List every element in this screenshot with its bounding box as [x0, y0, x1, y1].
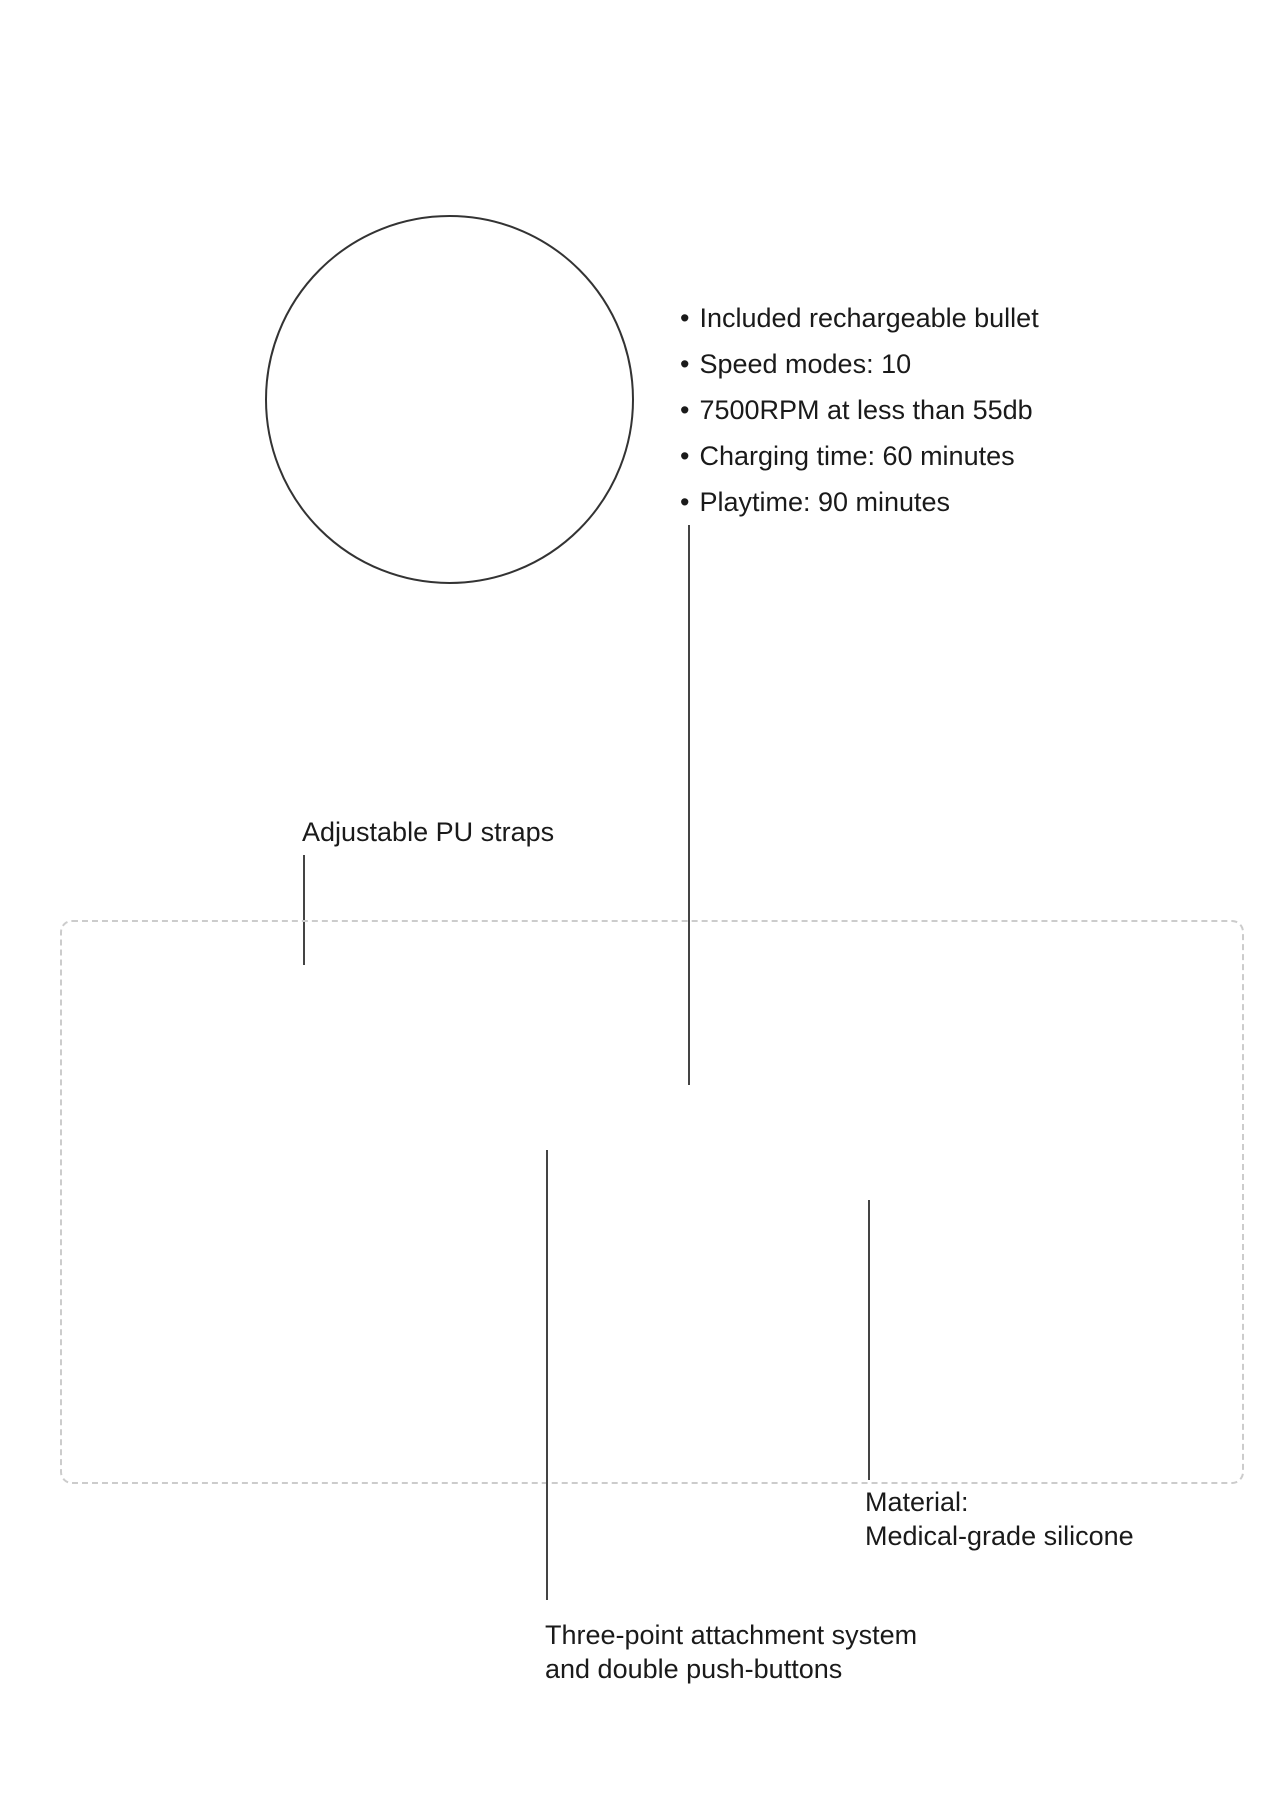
- spec-item: 7500RPM at less than 55db: [680, 387, 1039, 433]
- spec-item: Speed modes: 10: [680, 341, 1039, 387]
- spec-item: Included rechargeable bullet: [680, 295, 1038, 341]
- material-callout-line: [868, 1200, 870, 1480]
- attachment-callout-line: [546, 1150, 548, 1600]
- product-image-placeholder: [60, 920, 1244, 1484]
- spec-list: Included rechargeable bullet Speed modes…: [680, 295, 1039, 525]
- straps-label: Adjustable PU straps: [302, 817, 555, 847]
- spec-item: Charging time: 60 minutes: [680, 433, 1039, 479]
- attachment-label: Three-point attachment system and double…: [545, 1618, 917, 1686]
- material-label: Material: Medical-grade silicone: [865, 1485, 1134, 1553]
- straps-callout-line: [303, 855, 305, 965]
- detail-inset-circle: [265, 215, 634, 584]
- attachment-line-2: and double push-buttons: [545, 1654, 843, 1684]
- attachment-line-1: Three-point attachment system: [545, 1620, 918, 1650]
- material-value: Medical-grade silicone: [865, 1521, 1134, 1551]
- spec-item: Playtime: 90 minutes: [680, 479, 1039, 525]
- material-title: Material:: [865, 1487, 969, 1517]
- spec-callout-line: [688, 525, 690, 1085]
